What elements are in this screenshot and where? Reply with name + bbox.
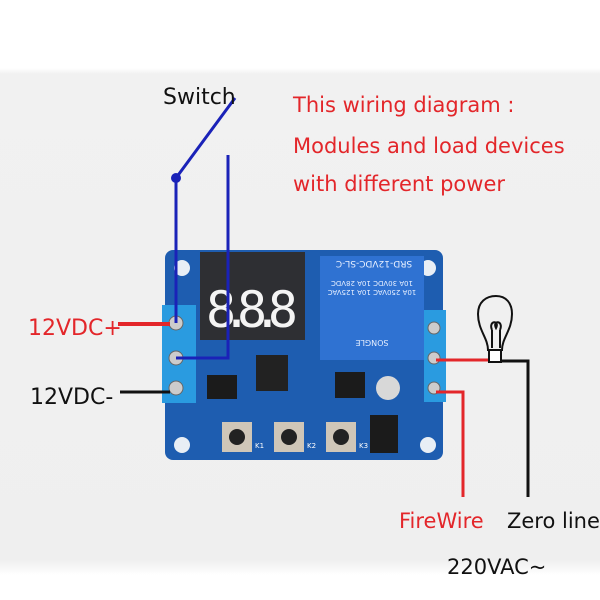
k3-label: K3	[359, 442, 368, 450]
zero-line-label: Zero line	[507, 509, 600, 533]
switch-pivot	[171, 173, 181, 183]
light-bulb-icon	[476, 294, 514, 363]
note-line-1: This wiring diagram :	[292, 93, 514, 117]
zero-line-wire	[500, 359, 530, 497]
display-readout: 8.8.8	[206, 281, 298, 339]
vdc-plus-label: 12VDC+	[28, 316, 122, 341]
relay-rating-line-2: 10A 30VDC 10A 28VDC	[331, 279, 413, 287]
seven-segment-display	[200, 252, 305, 340]
k1-label: K1	[255, 442, 264, 450]
switch-label: Switch	[163, 85, 236, 110]
note-line-2: Modules and load devices	[293, 134, 565, 158]
relay-brand-label: SONGLE	[355, 338, 388, 347]
relay-module-board: 8.8.8 SRD-12VDC-SL-C 10A 250VAC 10A 125V…	[162, 250, 446, 460]
button-k1[interactable]	[222, 422, 252, 452]
button-k3[interactable]	[326, 422, 356, 452]
vdc-minus-label: 12VDC-	[30, 385, 113, 410]
relay	[320, 256, 424, 360]
button-k2[interactable]	[274, 422, 304, 452]
ac-voltage-label: 220VAC~	[447, 555, 546, 579]
k2-label: K2	[307, 442, 316, 450]
ic-chip	[256, 355, 288, 391]
fire-wire	[436, 390, 465, 497]
note-line-3: with different power	[293, 172, 505, 196]
relay-rating-line-1: 10A 250VAC 10A 125VAC	[328, 288, 417, 296]
firewire-label: FireWire	[399, 509, 484, 533]
relay-model-label: SRD-12VDC-SL-C	[336, 258, 412, 268]
